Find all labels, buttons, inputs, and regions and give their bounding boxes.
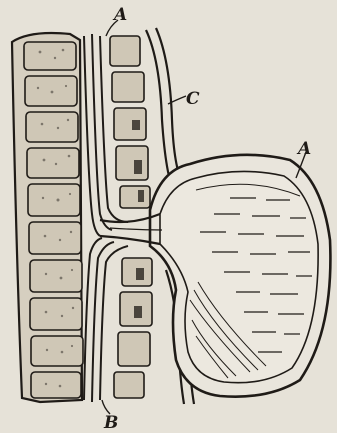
label-b: B [103, 413, 118, 433]
label-a-right: A [296, 139, 311, 159]
vertebral-column [12, 33, 83, 402]
meningocele-sac [150, 155, 330, 397]
label-c: C [186, 89, 200, 109]
label-a-top: A [112, 5, 127, 25]
